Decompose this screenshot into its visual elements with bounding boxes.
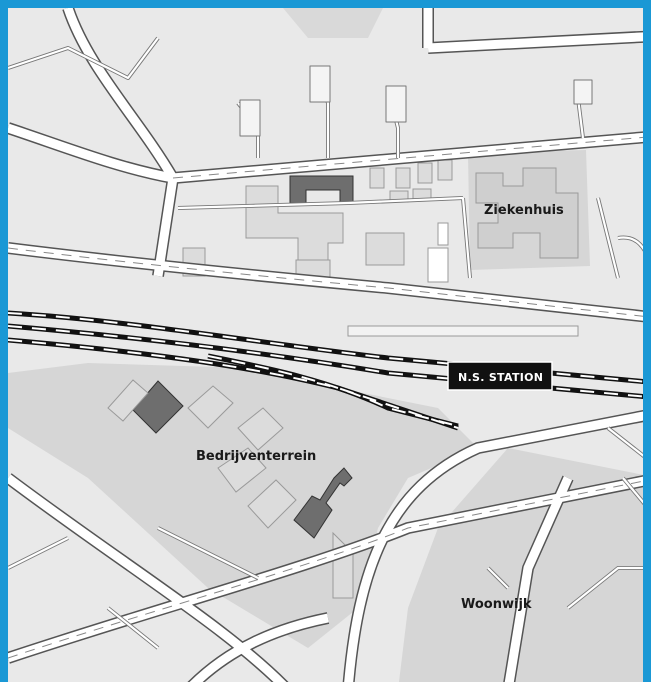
railway <box>8 310 643 431</box>
building <box>437 222 449 246</box>
roads <box>8 8 643 682</box>
building <box>365 232 405 266</box>
label-residential: Woonwijk <box>461 597 532 612</box>
building <box>437 159 453 181</box>
city-map[interactable]: Ziekenhuis Bedrijventerrein Woonwijk N.S… <box>8 8 651 682</box>
dark-building <box>289 175 354 204</box>
station-box <box>447 361 553 391</box>
building <box>247 479 297 529</box>
building <box>369 167 385 189</box>
dark-building <box>293 467 353 539</box>
building <box>107 379 149 422</box>
north-zone <box>283 8 383 38</box>
label-station: N.S. STATION <box>458 371 543 384</box>
station-marker[interactable]: N.S. STATION <box>447 361 553 391</box>
residential-zone <box>398 448 643 682</box>
building <box>237 407 284 451</box>
label-hospital: Ziekenhuis <box>484 203 564 218</box>
building <box>395 167 411 189</box>
industrial-zone <box>8 363 478 648</box>
label-industrial: Bedrijventerrein <box>196 449 316 464</box>
building <box>217 447 267 493</box>
building <box>427 247 449 283</box>
building <box>187 385 234 429</box>
building <box>417 162 433 184</box>
platform <box>347 325 579 337</box>
hospital-building <box>475 167 579 259</box>
